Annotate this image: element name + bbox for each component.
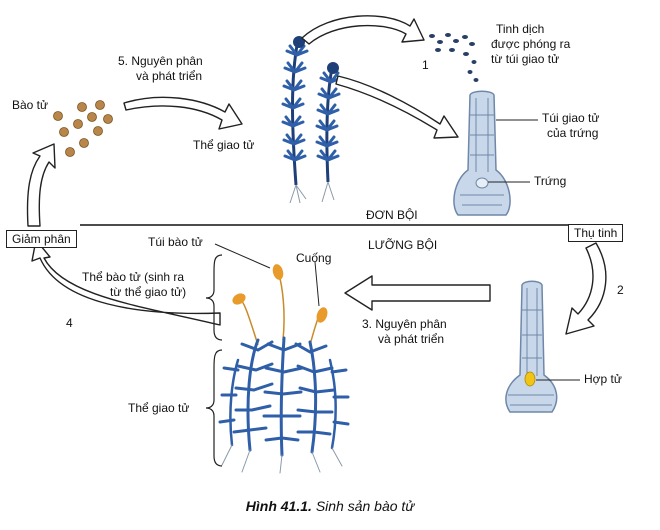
zygote-cell xyxy=(524,371,536,387)
arrow-5-mitosis-to-gametophyte xyxy=(123,96,243,130)
arrow-4-sporophyte-to-meiosis xyxy=(31,239,221,326)
label-egg: Trứng xyxy=(534,174,567,188)
label-step3-line2: và phát triển xyxy=(378,332,445,346)
meiosis-box: Giảm phân xyxy=(6,230,77,248)
label-archegonium-line1: Túi giao tử xyxy=(542,111,600,125)
fertilization-box: Thụ tinh xyxy=(568,224,624,242)
arrow-2-fertilization-to-zygote xyxy=(565,242,607,335)
label-spores: Bào tử xyxy=(12,98,49,112)
label-sperm-line2: được phóng ra xyxy=(491,37,571,51)
pointer-sporangium xyxy=(214,243,271,269)
brace-gametophyte xyxy=(205,349,223,467)
sporophyte-illustration xyxy=(232,264,328,346)
arrow-to-archegonium xyxy=(335,75,459,139)
sperm-cluster xyxy=(429,33,479,82)
label-gametophyte-bottom: Thể giao tử xyxy=(128,401,190,415)
label-step2: 2 xyxy=(617,283,624,297)
label-step4: 4 xyxy=(66,316,73,330)
label-sporophyte-line2: từ thể giao tử) xyxy=(110,285,187,299)
brace-sporophyte xyxy=(205,254,223,341)
zygote-archegonium-illustration xyxy=(505,280,558,413)
gametophyte-bottom-illustration xyxy=(218,336,350,474)
label-sporophyte-line1: Thể bào tử (sinh ra xyxy=(82,270,185,284)
arrow-meiosis-to-spores xyxy=(26,143,56,227)
label-sperm-line3: từ túi giao tử xyxy=(491,52,560,66)
label-zygote: Hợp tử xyxy=(584,372,622,386)
label-diploid: LƯỠNG BỘI xyxy=(368,238,438,252)
label-stalk: Cuống xyxy=(296,251,332,265)
spore-cluster xyxy=(53,100,113,157)
figure-caption: Hình 41.1. Sinh sản bào tử xyxy=(0,498,660,514)
caption-figure-number: Hình 41.1. xyxy=(245,498,312,514)
label-step5-line1: 5. Nguyên phân xyxy=(118,54,203,68)
pointer-stalk xyxy=(314,261,320,307)
label-sporangium: Túi bào tử xyxy=(148,235,203,249)
label-haploid: ĐƠN BỘI xyxy=(366,208,418,222)
gametophyte-top-illustration xyxy=(281,36,343,204)
label-archegonium-line2: của trứng xyxy=(547,126,599,140)
archegonium-illustration xyxy=(453,90,511,216)
label-sperm-line1: Tinh dịch xyxy=(496,22,545,36)
arrow-3-mitosis-to-sporophyte xyxy=(344,275,491,311)
caption-title: Sinh sản bào tử xyxy=(315,498,415,514)
label-step5-line2: và phát triển xyxy=(136,69,203,83)
label-gametophyte-top: Thể giao tử xyxy=(193,138,255,152)
arrow-1-sperm-release xyxy=(301,15,425,45)
label-step1: 1 xyxy=(422,58,429,72)
label-step3-line1: 3. Nguyên phân xyxy=(362,317,447,331)
